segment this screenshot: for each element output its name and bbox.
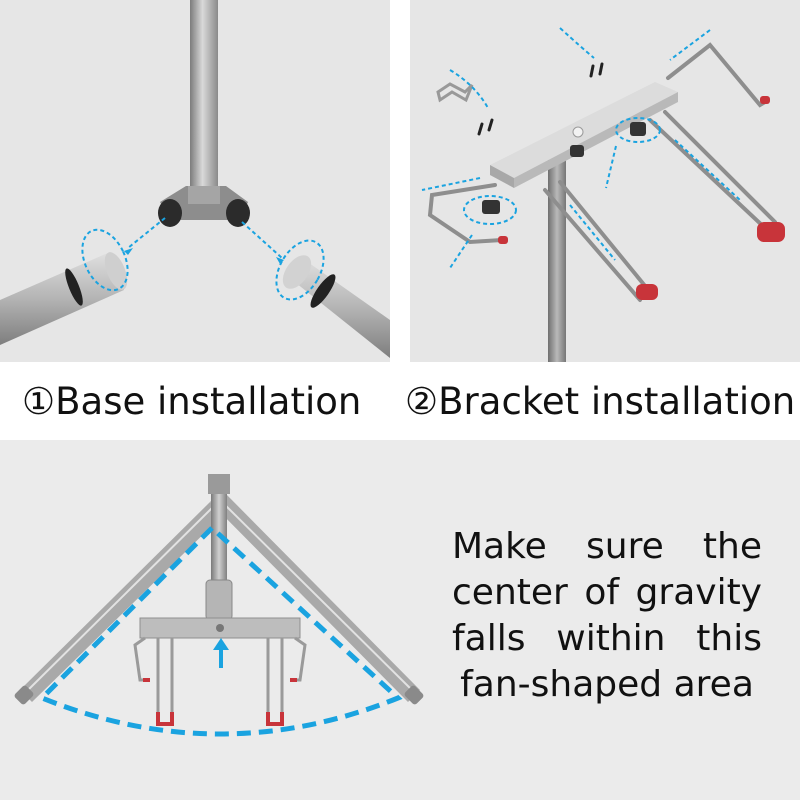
right-base-tube bbox=[282, 255, 390, 358]
t-connector bbox=[158, 186, 250, 227]
bracket-installation-caption: ②Bracket installation bbox=[405, 380, 796, 423]
gravity-note: Make sure the center of gravity falls wi… bbox=[452, 524, 762, 708]
pole-cap bbox=[208, 474, 230, 494]
install-arrows bbox=[421, 27, 741, 269]
gravity-note-line-3: falls within this bbox=[452, 618, 762, 659]
knobs bbox=[482, 122, 646, 214]
fan-shaped-area bbox=[37, 524, 403, 737]
gravity-note-line-2: center of gravity bbox=[452, 572, 762, 613]
gravity-note-line-1: Make sure the bbox=[452, 526, 762, 567]
rotate-arrows bbox=[81, 217, 325, 301]
crossbar bbox=[490, 82, 678, 188]
stand-legs bbox=[14, 490, 424, 705]
vertical-pole bbox=[190, 0, 218, 200]
pole-clamp bbox=[205, 579, 233, 621]
red-hooks bbox=[498, 96, 785, 300]
screws bbox=[477, 62, 604, 136]
gravity-arrow bbox=[213, 638, 229, 668]
base-installation-caption: ①Base installation bbox=[22, 380, 362, 423]
bracket-pole bbox=[548, 160, 566, 362]
arrow-head-right bbox=[276, 257, 284, 264]
arrow-head-left bbox=[124, 248, 133, 255]
bracket-installation-illustration bbox=[410, 0, 800, 362]
base-installation-illustration bbox=[0, 0, 390, 362]
gravity-note-line-4: fan-shaped area bbox=[460, 664, 754, 705]
bracket-red-hooks bbox=[143, 678, 297, 726]
gravity-area-illustration bbox=[0, 440, 800, 800]
wire-brackets bbox=[427, 42, 777, 302]
hook-part bbox=[436, 82, 474, 103]
left-base-tube bbox=[0, 252, 128, 345]
